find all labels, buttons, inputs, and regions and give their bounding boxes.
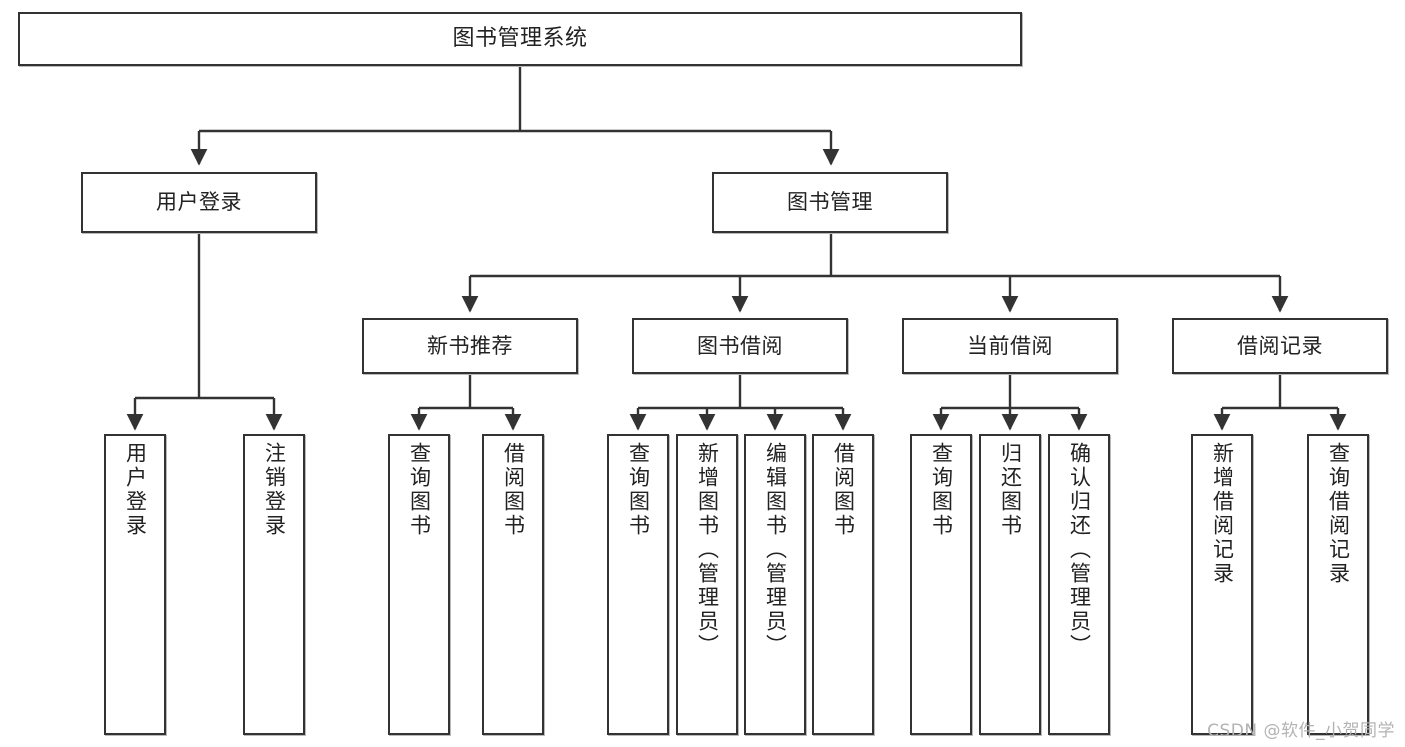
node-label: 用户登录 bbox=[156, 190, 242, 215]
leaf-user-login[interactable]: 用户登录 bbox=[104, 434, 166, 735]
leaf-borrow-book[interactable]: 借阅图书 bbox=[812, 434, 874, 735]
node-root-system[interactable]: 图书管理系统 bbox=[18, 12, 1022, 66]
leaf-confirm-return-admin[interactable]: 确认归还（管理员） bbox=[1048, 434, 1110, 735]
node-label: 编辑图书（管理员） bbox=[763, 442, 788, 658]
node-book-manage[interactable]: 图书管理 bbox=[712, 172, 948, 233]
node-label: 图书管理系统 bbox=[452, 26, 588, 52]
node-label: 借阅图书 bbox=[831, 442, 856, 538]
leaf-query-book-rec[interactable]: 查询图书 bbox=[388, 434, 450, 735]
csdn-watermark: CSDN @软件_小贺同学 bbox=[1207, 721, 1395, 741]
node-book-borrow[interactable]: 图书借阅 bbox=[632, 318, 848, 374]
leaf-return-book[interactable]: 归还图书 bbox=[979, 434, 1041, 735]
node-label: 当前借阅 bbox=[967, 333, 1053, 358]
leaf-borrow-book-rec[interactable]: 借阅图书 bbox=[482, 434, 544, 735]
leaf-edit-book-admin[interactable]: 编辑图书（管理员） bbox=[744, 434, 806, 735]
leaf-add-borrow-record[interactable]: 新增借阅记录 bbox=[1191, 434, 1253, 735]
node-label: 注销登录 bbox=[262, 442, 287, 538]
node-label: 查询图书 bbox=[929, 442, 954, 538]
node-label: 图书借阅 bbox=[697, 333, 783, 358]
leaf-logout-login[interactable]: 注销登录 bbox=[243, 434, 305, 735]
node-new-book-recommend[interactable]: 新书推荐 bbox=[362, 318, 578, 374]
node-label: 查询图书 bbox=[626, 442, 651, 538]
node-label: 新增借阅记录 bbox=[1210, 442, 1235, 586]
node-current-borrow[interactable]: 当前借阅 bbox=[902, 318, 1118, 374]
node-label: 新书推荐 bbox=[427, 333, 513, 358]
node-label: 归还图书 bbox=[998, 442, 1023, 538]
node-borrow-record[interactable]: 借阅记录 bbox=[1172, 318, 1388, 374]
node-label: 借阅图书 bbox=[501, 442, 526, 538]
node-label: 新增图书（管理员） bbox=[695, 442, 720, 658]
leaf-query-book-current[interactable]: 查询图书 bbox=[910, 434, 972, 735]
node-label: 查询借阅记录 bbox=[1326, 442, 1351, 586]
leaf-query-borrow-record[interactable]: 查询借阅记录 bbox=[1307, 434, 1369, 735]
node-label: 图书管理 bbox=[787, 190, 873, 215]
node-label: 查询图书 bbox=[407, 442, 432, 538]
leaf-add-book-admin[interactable]: 新增图书（管理员） bbox=[676, 434, 738, 735]
node-label: 确认归还（管理员） bbox=[1067, 442, 1092, 658]
node-user-login[interactable]: 用户登录 bbox=[81, 172, 317, 233]
node-label: 用户登录 bbox=[123, 442, 148, 538]
node-label: 借阅记录 bbox=[1237, 333, 1323, 358]
leaf-query-book-borrow[interactable]: 查询图书 bbox=[607, 434, 669, 735]
